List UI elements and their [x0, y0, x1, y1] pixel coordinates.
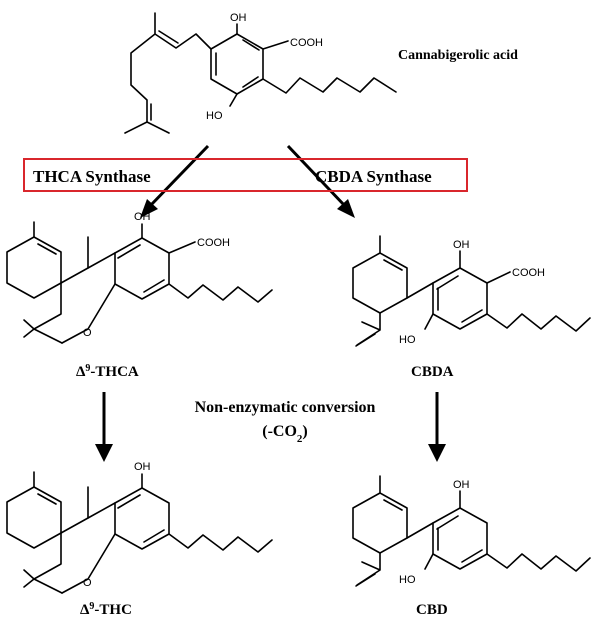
- cbd-oh-label: OH: [453, 479, 470, 491]
- cbga-oh-label: OH: [230, 12, 247, 24]
- thca-o-label: O: [83, 327, 92, 339]
- cbd-structure: OH HO: [352, 475, 591, 587]
- thca-oh-label: OH: [134, 211, 151, 223]
- cbd-name: CBD: [416, 602, 448, 618]
- cbga-ho-label: HO: [206, 110, 223, 122]
- cbda-ho-label: HO: [399, 334, 416, 346]
- thca-synthase-label: THCA Synthase: [33, 167, 151, 186]
- enzyme-arrows: [140, 144, 355, 218]
- enzyme-box: [23, 158, 468, 192]
- conversion-label-line2: (-CO2): [262, 423, 307, 445]
- cbga-structure: OH COOH HO: [124, 12, 397, 134]
- thca-structure: OH COOH O: [6, 211, 273, 344]
- cbga-cooh-label: COOH: [290, 37, 323, 49]
- thca-cooh-label: COOH: [197, 237, 230, 249]
- thc-o-label: O: [83, 577, 92, 589]
- conversion-arrows: [95, 392, 446, 462]
- cbd-ho-label: HO: [399, 574, 416, 586]
- thc-name: Δ9-THC: [80, 601, 132, 619]
- cbda-oh-label: OH: [453, 239, 470, 251]
- conversion-label-line1: Non-enzymatic conversion: [195, 399, 376, 416]
- cbga-name: Cannabigerolic acid: [398, 48, 518, 63]
- thca-name: Δ9-THCA: [76, 363, 139, 381]
- cbda-synthase-label: CBDA Synthase: [315, 167, 432, 186]
- cbda-name: CBDA: [411, 364, 454, 380]
- cbda-cooh-label: COOH: [512, 267, 545, 279]
- thc-structure: OH O: [6, 461, 273, 594]
- cbda-structure: OH COOH HO: [352, 235, 591, 347]
- thc-oh-label: OH: [134, 461, 151, 473]
